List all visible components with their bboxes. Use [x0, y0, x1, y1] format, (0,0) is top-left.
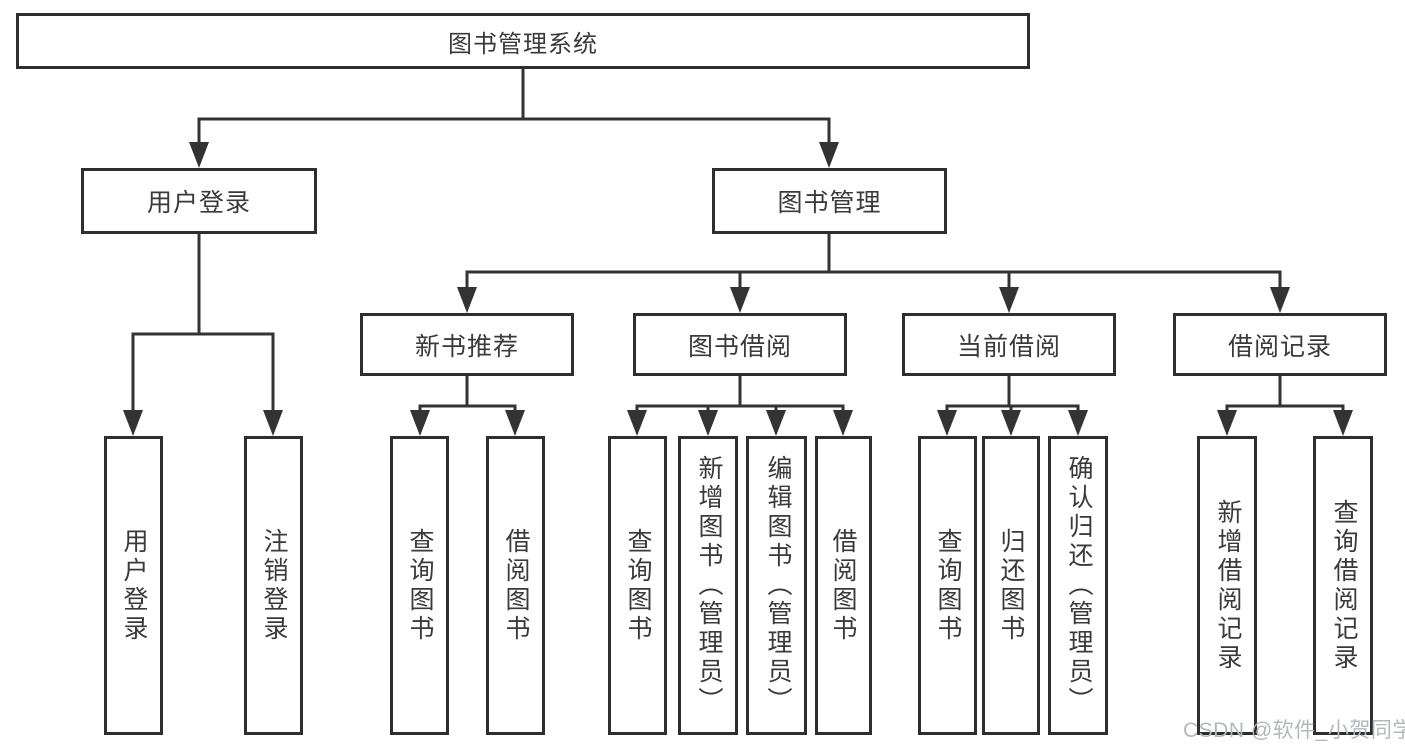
branch-new-book-recommendation: [410, 374, 525, 436]
node-user-login: 用户登录: [81, 168, 317, 234]
leaf-add-books-admin: 新增图书（管理员）: [678, 436, 738, 735]
node-borrowing-records: 借阅记录: [1173, 313, 1387, 376]
leaf-query-borrow-record: 查询借阅记录: [1313, 436, 1373, 735]
leaf-query-books-current: 查询图书: [918, 436, 977, 735]
watermark-text: CSDN @软件_小贺同学: [1183, 719, 1405, 742]
leaf-add-borrow-record: 新增借阅记录: [1197, 436, 1257, 735]
node-current-borrowing: 当前借阅: [902, 313, 1116, 376]
leaf-borrow-books-borrowing: 借阅图书: [815, 436, 872, 735]
branch-user-login: [123, 232, 283, 436]
branch-book-borrowing: [627, 374, 853, 436]
branch-borrowing-records: [1217, 374, 1353, 436]
branch-root: [189, 67, 839, 168]
leaf-return-books: 归还图书: [982, 436, 1040, 735]
node-root: 图书管理系统: [16, 13, 1030, 69]
node-book-management: 图书管理: [712, 168, 947, 234]
leaf-query-books-borrowing: 查询图书: [608, 436, 667, 735]
leaf-logout: 注销登录: [244, 436, 303, 735]
node-book-borrowing: 图书借阅: [633, 313, 847, 376]
node-new-book-recommendation: 新书推荐: [360, 313, 574, 376]
leaf-query-books-recommend: 查询图书: [390, 436, 449, 735]
leaf-user-login: 用户登录: [104, 436, 163, 735]
leaf-edit-books-admin: 编辑图书（管理员）: [746, 436, 807, 735]
leaf-borrow-books-recommend: 借阅图书: [486, 436, 545, 735]
leaf-confirm-return-admin: 确认归还（管理员）: [1048, 436, 1108, 735]
branch-book-management: [457, 232, 1290, 313]
branch-current-borrowing: [937, 374, 1088, 436]
